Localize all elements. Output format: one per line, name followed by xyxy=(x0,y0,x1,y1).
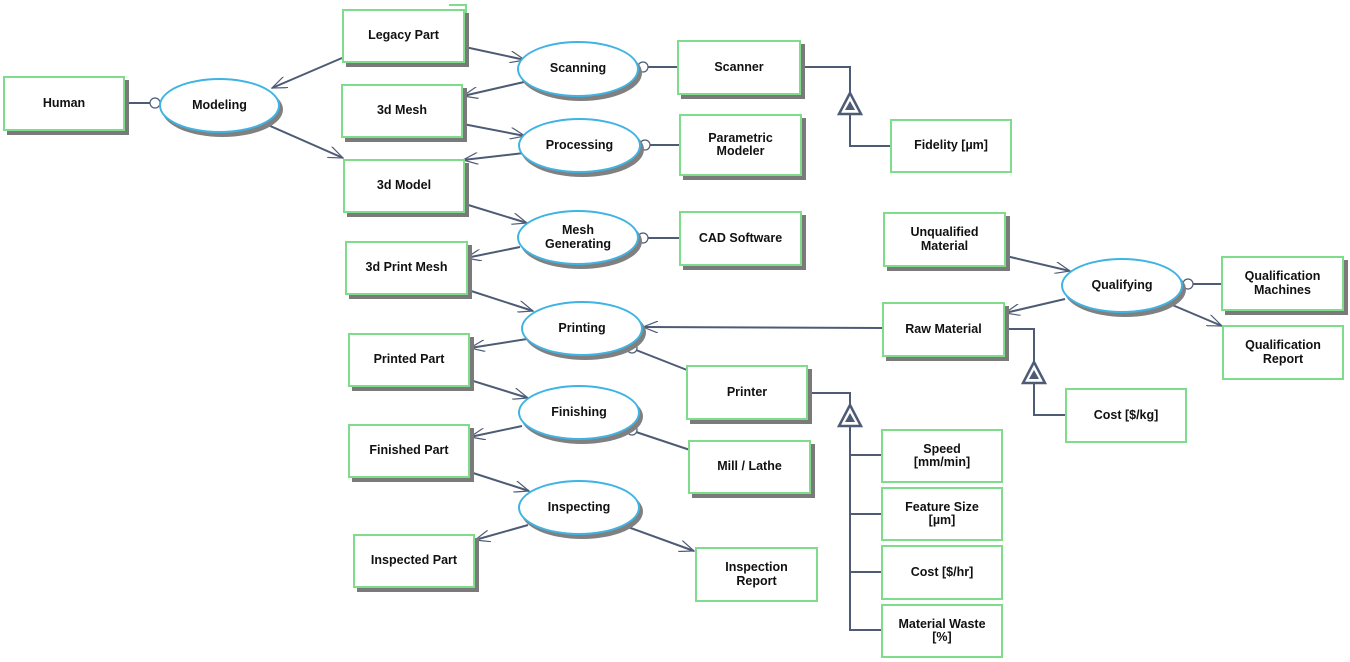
link-inspecting-report xyxy=(627,526,694,551)
link-printedpart-finishing xyxy=(469,379,528,398)
instrument-circle-scanning xyxy=(637,61,649,73)
object-finished-part[interactable]: Finished Part xyxy=(348,424,470,478)
link-processing-model3d xyxy=(463,152,525,160)
link-inspecting-inspectedpart xyxy=(475,524,529,540)
link-scanning-mesh3d xyxy=(463,81,525,96)
link-printing-printedpart xyxy=(470,338,528,348)
instrument-circle-meshgen xyxy=(637,232,649,244)
instrument-circle-qualifying xyxy=(1182,278,1194,290)
link-legacy-scanning xyxy=(464,46,525,60)
object-cost-kg[interactable]: Cost [$/kg] xyxy=(1065,388,1187,443)
object-unqualified-material[interactable]: Unqualified Material xyxy=(883,212,1006,267)
link-cost-attr xyxy=(1033,383,1066,416)
link-printer-attrs xyxy=(808,392,851,405)
object-qualification-machines[interactable]: Qualification Machines xyxy=(1221,256,1344,311)
link-mesh3d-processing xyxy=(462,123,525,136)
object-feature-size[interactable]: Feature Size [µm] xyxy=(881,487,1003,541)
link-qualifying-rawmaterial xyxy=(1005,298,1066,313)
link-legacy-modeling xyxy=(272,57,343,89)
exhibition-triangle-printer xyxy=(836,402,864,428)
process-finishing[interactable]: Finishing xyxy=(518,385,640,440)
process-scanning[interactable]: Scanning xyxy=(517,41,639,97)
link-mill-finishing xyxy=(635,431,691,451)
link-printer-printing xyxy=(635,349,688,371)
object-qualification-report[interactable]: Qualification Report xyxy=(1222,325,1344,380)
link-printmesh-printing xyxy=(467,289,533,311)
process-mesh-generating[interactable]: Mesh Generating xyxy=(517,210,639,265)
link-meshgen-printmesh xyxy=(466,246,521,258)
link-model3d-meshgen xyxy=(464,203,527,223)
process-processing[interactable]: Processing xyxy=(518,118,641,173)
object-cost-hr[interactable]: Cost [$/hr] xyxy=(881,545,1003,600)
object-mill-lathe[interactable]: Mill / Lathe xyxy=(688,440,811,494)
object-material-waste[interactable]: Material Waste [%] xyxy=(881,604,1003,658)
link-rawmaterial-cost xyxy=(1005,328,1035,362)
object-3d-model[interactable]: 3d Model xyxy=(343,159,465,213)
link-unqualified-qualifying xyxy=(1005,255,1070,271)
object-human[interactable]: Human xyxy=(3,76,125,131)
exhibition-triangle-raw-material xyxy=(1020,359,1048,385)
instrument-circle-processing xyxy=(639,139,651,151)
link-qualifying-qualreport xyxy=(1169,303,1222,327)
object-parametric-modeler[interactable]: Parametric Modeler xyxy=(679,114,802,176)
object-cad-software[interactable]: CAD Software xyxy=(679,211,802,266)
link-finishedpart-inspecting xyxy=(469,471,529,491)
link-rawmaterial-printing xyxy=(643,327,883,328)
process-inspecting[interactable]: Inspecting xyxy=(518,480,640,535)
object-printed-part[interactable]: Printed Part xyxy=(348,333,470,387)
object-speed[interactable]: Speed [mm/min] xyxy=(881,429,1003,483)
object-inspection-report[interactable]: Inspection Report xyxy=(695,547,818,602)
link-fidelity-attr xyxy=(849,114,890,147)
object-fidelity[interactable]: Fidelity [µm] xyxy=(890,119,1012,173)
link-printer-attr-trunk xyxy=(849,426,881,631)
object-3d-mesh[interactable]: 3d Mesh xyxy=(341,84,463,138)
object-3d-print-mesh[interactable]: 3d Print Mesh xyxy=(345,241,468,295)
object-printer[interactable]: Printer xyxy=(686,365,808,420)
process-qualifying[interactable]: Qualifying xyxy=(1061,258,1183,313)
link-scanner-fidelity xyxy=(801,66,851,93)
process-printing[interactable]: Printing xyxy=(521,301,643,356)
process-modeling[interactable]: Modeling xyxy=(159,78,280,133)
link-modeling-model3d xyxy=(267,124,343,159)
object-legacy-part[interactable]: Legacy Part xyxy=(342,9,465,63)
link-finishing-finishedpart xyxy=(470,425,523,437)
object-scanner[interactable]: Scanner xyxy=(677,40,801,95)
object-raw-material[interactable]: Raw Material xyxy=(882,302,1005,357)
object-inspected-part[interactable]: Inspected Part xyxy=(353,534,475,588)
exhibition-triangle-scanner xyxy=(836,90,864,116)
